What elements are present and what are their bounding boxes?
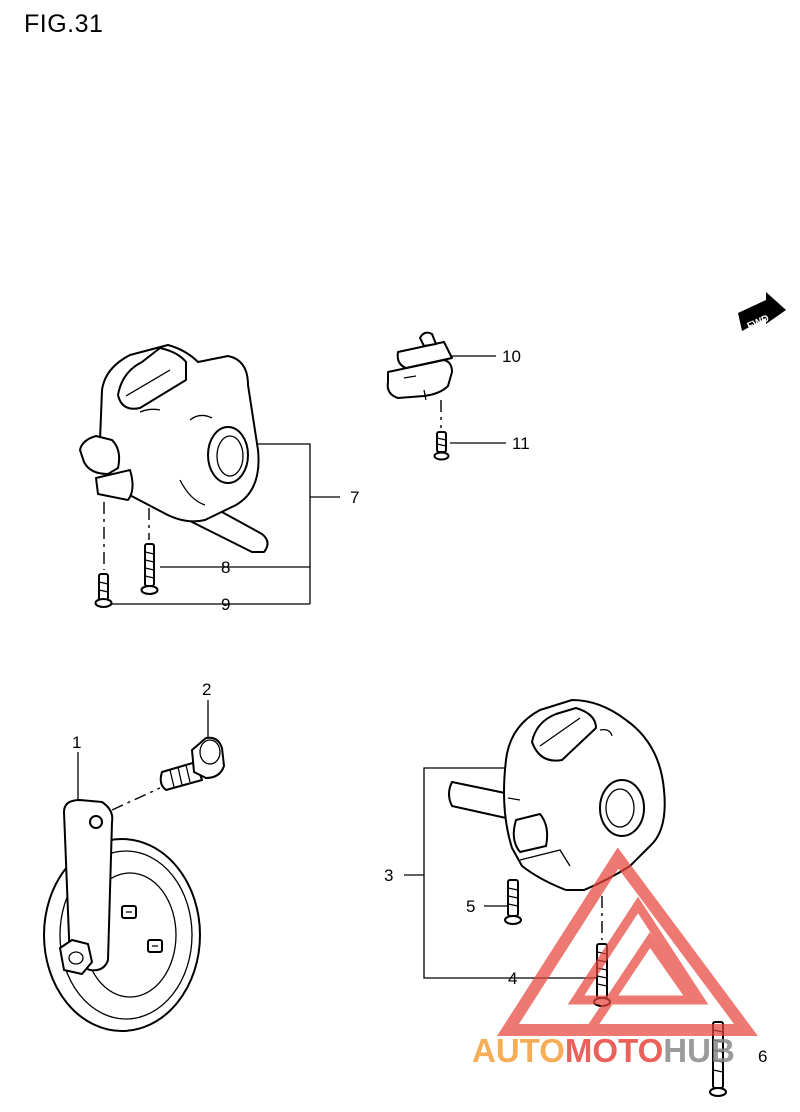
callout-7: 7 (350, 488, 359, 507)
horn-part-1 (43, 799, 201, 1032)
screw-part-8 (140, 543, 159, 595)
right-handlebar-switch (448, 699, 666, 891)
screw-part-6 (709, 1021, 727, 1097)
bolt-part-2 (159, 736, 225, 791)
screw-part-5 (504, 879, 522, 925)
callout-3: 3 (384, 866, 393, 885)
callout-5: 5 (466, 897, 475, 916)
screw-part-9 (94, 573, 113, 608)
callout-8: 8 (221, 558, 230, 577)
watermark-logo: AUTOMOTOHUB (472, 847, 758, 1069)
callout-2: 2 (202, 680, 211, 699)
left-handlebar-switch (79, 344, 269, 553)
watermark-triangle-icon (497, 847, 758, 1036)
figure-title: FIG.31 (24, 10, 104, 38)
callout-11: 11 (512, 434, 530, 453)
callout-1: 1 (72, 733, 81, 752)
screw-part-11 (433, 431, 450, 461)
fwd-arrow-icon: FWD (738, 292, 786, 332)
callout-4: 4 (508, 969, 517, 988)
callout-10: 10 (502, 347, 521, 366)
watermark-text: AUTOMOTOHUB (472, 1032, 735, 1069)
small-switch-part-10 (386, 331, 453, 401)
callout-6: 6 (758, 1047, 767, 1066)
callout-9: 9 (221, 595, 230, 614)
